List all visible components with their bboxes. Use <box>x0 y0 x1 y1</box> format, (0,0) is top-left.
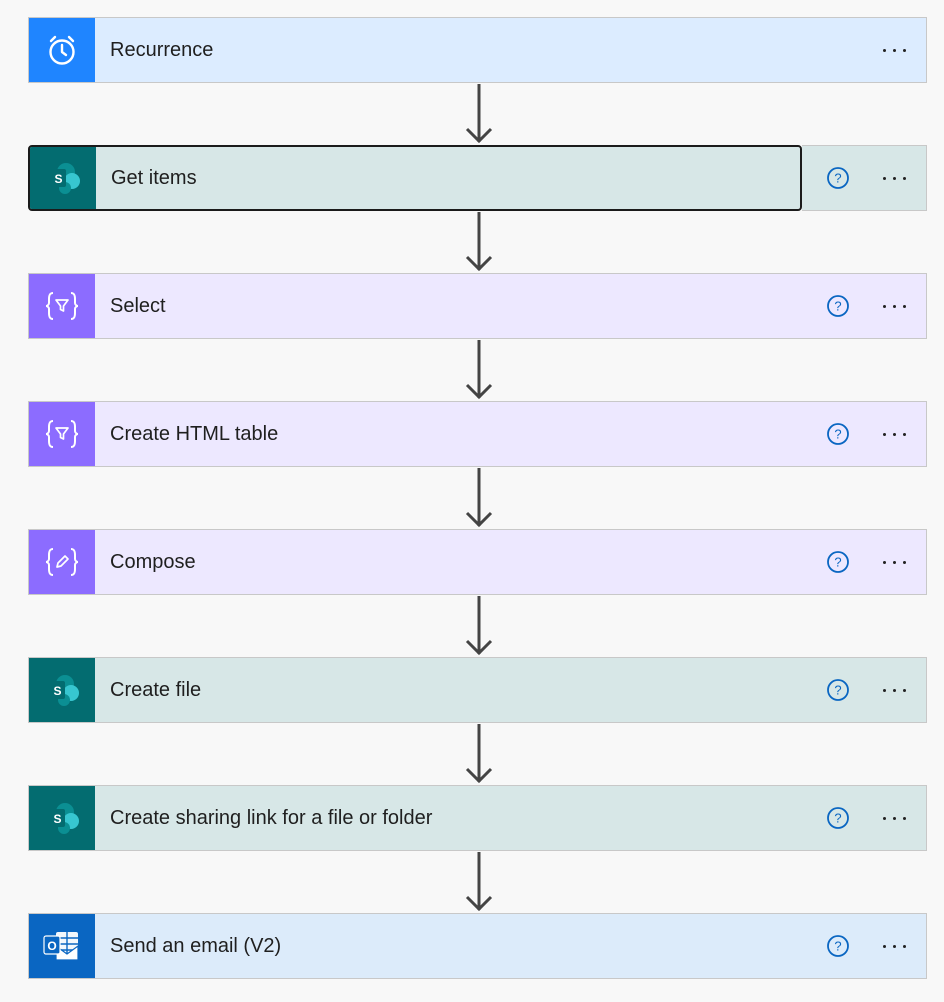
data-operation-filter-icon <box>29 274 95 338</box>
more-options-icon <box>882 48 906 52</box>
dot <box>892 432 896 436</box>
step-card[interactable]: Recurrence <box>28 17 927 83</box>
dot <box>892 816 896 820</box>
dot <box>902 432 906 436</box>
more-options-button[interactable] <box>872 932 916 960</box>
svg-text:O: O <box>47 939 56 953</box>
more-options-icon <box>882 944 906 948</box>
dot <box>882 816 886 820</box>
dot <box>892 304 896 308</box>
down-arrow-icon <box>465 212 493 272</box>
sharepoint-icon: S <box>30 147 96 209</box>
help-icon[interactable]: ? <box>826 678 850 702</box>
down-arrow-icon <box>465 84 493 144</box>
dot <box>902 176 906 180</box>
dot <box>892 48 896 52</box>
alarm-clock-icon <box>29 18 95 82</box>
step-card[interactable]: Compose ? <box>28 529 927 595</box>
svg-text:S: S <box>53 812 61 826</box>
step-select[interactable]: Select ? <box>28 273 927 339</box>
data-operation-filter-icon <box>29 402 95 466</box>
svg-text:?: ? <box>834 427 841 442</box>
step-card[interactable]: S Create file ? <box>28 657 927 723</box>
sharepoint-icon: S <box>29 786 95 850</box>
more-options-icon <box>882 560 906 564</box>
step-title: Create HTML table <box>110 422 279 445</box>
step-title: Select <box>110 294 166 317</box>
step-card-main[interactable]: S Get items <box>28 145 802 211</box>
more-options-icon <box>882 816 906 820</box>
dot <box>882 432 886 436</box>
step-title: Send an email (V2) <box>110 934 282 957</box>
dot <box>902 48 906 52</box>
step-compose[interactable]: Compose ? <box>28 529 927 595</box>
more-options-button[interactable] <box>872 548 916 576</box>
dot <box>892 688 896 692</box>
step-create-html-table[interactable]: Create HTML table ? <box>28 401 927 467</box>
svg-text:S: S <box>54 172 62 186</box>
step-recurrence[interactable]: Recurrence <box>28 17 927 83</box>
step-title: Create sharing link for a file or folder <box>110 806 433 829</box>
svg-text:?: ? <box>834 683 841 698</box>
down-arrow-icon <box>465 340 493 400</box>
down-arrow-icon <box>465 468 493 528</box>
more-options-button[interactable] <box>872 292 916 320</box>
dot <box>902 560 906 564</box>
help-icon[interactable]: ? <box>826 166 850 190</box>
down-arrow-icon <box>465 852 493 912</box>
step-card[interactable]: O Send an email (V2) ? <box>28 913 927 979</box>
help-icon[interactable]: ? <box>826 806 850 830</box>
dot <box>892 560 896 564</box>
more-options-button[interactable] <box>872 420 916 448</box>
sharepoint-icon: S <box>29 658 95 722</box>
step-card[interactable]: S Create sharing link for a file or fold… <box>28 785 927 851</box>
help-icon[interactable]: ? <box>826 294 850 318</box>
step-title: Compose <box>110 550 196 573</box>
svg-text:?: ? <box>834 299 841 314</box>
dot <box>882 48 886 52</box>
dot <box>882 688 886 692</box>
dot <box>882 944 886 948</box>
down-arrow-icon <box>465 724 493 784</box>
svg-text:?: ? <box>834 171 841 186</box>
step-create-sharing-link[interactable]: S Create sharing link for a file or fold… <box>28 785 927 851</box>
more-options-icon <box>882 304 906 308</box>
more-options-icon <box>882 688 906 692</box>
step-title: Recurrence <box>110 38 214 61</box>
dot <box>892 176 896 180</box>
step-title: Create file <box>110 678 202 701</box>
step-card[interactable]: Select ? <box>28 273 927 339</box>
svg-text:?: ? <box>834 811 841 826</box>
svg-text:S: S <box>53 684 61 698</box>
dot <box>892 944 896 948</box>
down-arrow-icon <box>465 596 493 656</box>
more-options-button[interactable] <box>872 36 916 64</box>
dot <box>882 560 886 564</box>
dot <box>902 688 906 692</box>
more-options-icon <box>882 432 906 436</box>
dot <box>902 304 906 308</box>
dot <box>902 944 906 948</box>
step-create-file[interactable]: S Create file ? <box>28 657 927 723</box>
more-options-button[interactable] <box>872 804 916 832</box>
data-operation-pencil-icon <box>29 530 95 594</box>
step-send-email[interactable]: O Send an email (V2) ? <box>28 913 927 979</box>
help-icon[interactable]: ? <box>826 422 850 446</box>
svg-text:?: ? <box>834 939 841 954</box>
step-card-selected[interactable]: S Get items ? <box>28 145 927 211</box>
help-icon[interactable]: ? <box>826 934 850 958</box>
svg-text:?: ? <box>834 555 841 570</box>
more-options-button[interactable] <box>872 676 916 704</box>
step-card-actions: ? <box>802 145 927 211</box>
step-title: Get items <box>111 166 197 189</box>
dot <box>882 304 886 308</box>
dot <box>902 816 906 820</box>
outlook-icon: O <box>29 914 95 978</box>
step-card[interactable]: Create HTML table ? <box>28 401 927 467</box>
step-get-items[interactable]: S Get items ? <box>28 145 927 211</box>
more-options-button[interactable] <box>872 164 916 192</box>
more-options-icon <box>882 176 906 180</box>
help-icon[interactable]: ? <box>826 550 850 574</box>
dot <box>882 176 886 180</box>
